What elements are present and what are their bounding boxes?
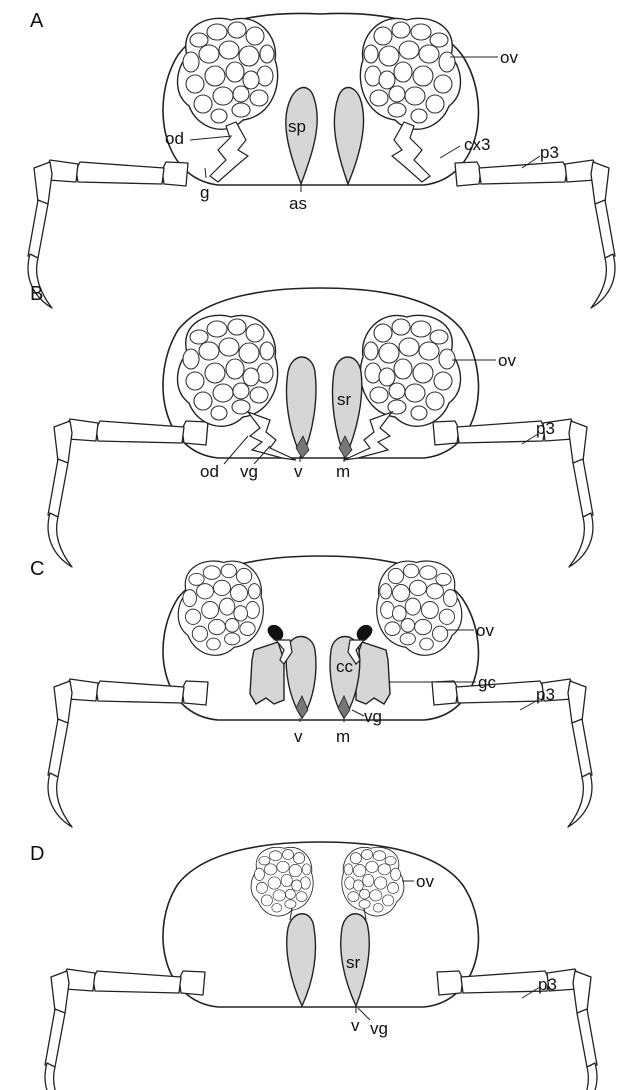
panel-a-label-ov: ov <box>500 48 518 67</box>
panel-c-letter: C <box>30 558 44 580</box>
panel-a-label-sp: sp <box>288 117 306 136</box>
panel-a-label-as: as <box>289 194 307 213</box>
panel-b-label-v: v <box>294 462 303 481</box>
panel-d-label-vg: vg <box>370 1019 388 1038</box>
panel-c-left-leg <box>48 679 208 827</box>
panel-b-letter: B <box>30 283 43 305</box>
panel-b-label-vg: vg <box>240 462 258 481</box>
panel-b-label-p3: p3 <box>536 419 555 438</box>
panel-c-label-m: m <box>336 727 350 746</box>
panel-c-right-glandular-chamber <box>356 642 390 704</box>
panel-b-right-leg <box>433 419 593 567</box>
panel-a-label-g: g <box>200 183 209 202</box>
panel-d-left-leg <box>45 969 205 1090</box>
panel-a-right-leg <box>455 160 615 308</box>
panel-d-label-v: v <box>351 1016 360 1035</box>
panel-d-label-sr: sr <box>346 953 361 972</box>
panel-a: A ov od sp cx3 p3 g as <box>28 10 615 308</box>
panel-d-label-ov: ov <box>416 872 434 891</box>
panel-c-label-ov: ov <box>476 621 494 640</box>
panel-d-label-p3: p3 <box>538 975 557 994</box>
panel-d-right-leg <box>437 969 597 1090</box>
panel-b-label-ov: ov <box>498 351 516 370</box>
panel-c-label-vg: vg <box>364 707 382 726</box>
panel-c-label-gc: gc <box>478 673 496 692</box>
panel-c-label-v: v <box>294 727 303 746</box>
panel-c: C ov cc gc p3 vg v m <box>30 556 592 827</box>
panel-d: D ov p3 sr v vg <box>30 842 597 1090</box>
panel-c-left-glandular-chamber <box>250 642 284 704</box>
panel-b-left-leg <box>48 419 208 567</box>
panel-b: B ov sr p3 od vg v m <box>30 283 593 567</box>
panel-b-label-od: od <box>200 462 219 481</box>
panel-c-label-p3: p3 <box>536 685 555 704</box>
panel-d-letter: D <box>30 843 44 865</box>
panel-c-label-cc: cc <box>336 657 354 676</box>
panel-b-label-m: m <box>336 462 350 481</box>
panel-a-left-leg <box>28 160 188 308</box>
panel-a-letter: A <box>30 10 44 32</box>
panel-b-label-sr: sr <box>337 390 352 409</box>
panel-d-body <box>163 842 478 1007</box>
panel-a-label-cx3: cx3 <box>464 135 490 154</box>
panel-a-label-od: od <box>165 129 184 148</box>
panel-a-label-p3: p3 <box>540 143 559 162</box>
panel-c-right-leg <box>432 679 592 827</box>
